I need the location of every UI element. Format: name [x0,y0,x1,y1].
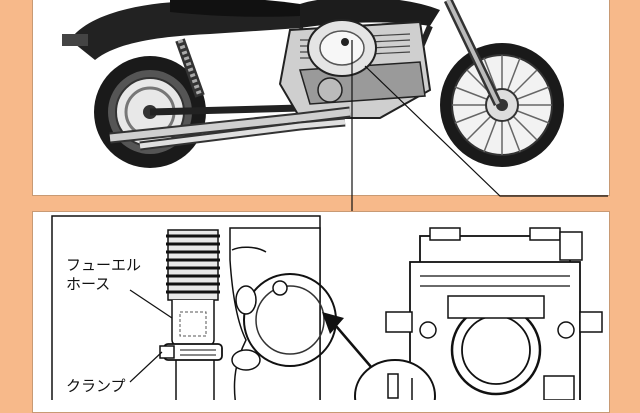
hose-clamp [159,343,223,400]
direction-arrow [322,312,373,369]
motorcycle-illustration [51,0,608,400]
air-cleaner [307,19,377,77]
front-wheel [440,43,564,167]
fuel-hose-label-line1: フューエル [66,256,142,274]
seat [170,0,300,17]
leader-clamp [129,351,163,383]
front-fork [443,0,503,106]
fuel-hose-label-line2: ホース [66,275,111,293]
exhaust-pipe [109,106,351,151]
fuel-hose [166,229,220,350]
tail-light [62,34,88,46]
clamp-label: クランプ [66,377,126,395]
fuel-hose-label: フューエル ホース [66,256,141,294]
rear-shock [175,38,205,98]
carburetor-full [385,227,603,400]
leader-fuel-hose [129,289,173,319]
carburetor-body-inset [229,227,337,400]
callout-line-detail [364,65,608,197]
fitting-highlight [354,359,436,400]
